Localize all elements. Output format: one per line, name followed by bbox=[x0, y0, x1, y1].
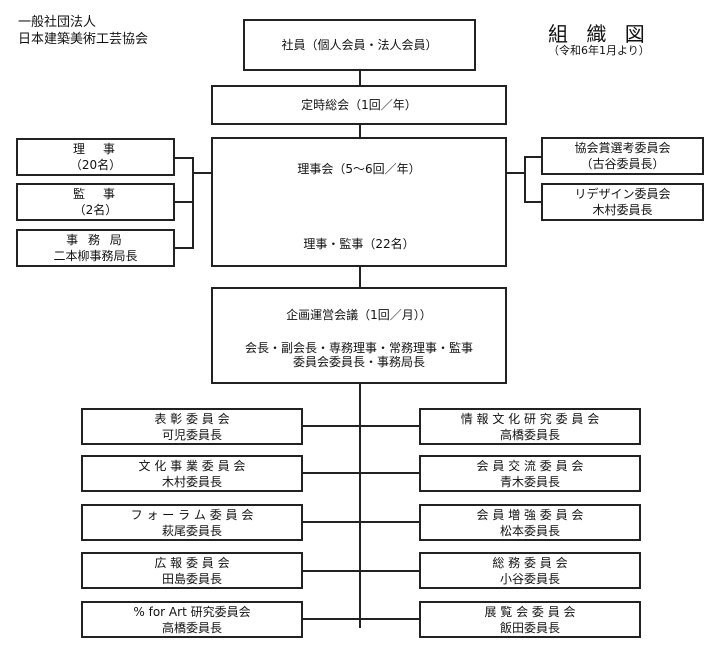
connector-left-stub-2 bbox=[174, 201, 194, 203]
connector-committee-right-5 bbox=[359, 618, 420, 620]
member-exchange-committee: 会 員 交 流 委 員 会 青木委員長 bbox=[419, 455, 641, 492]
committee-label: 会 員 交 流 委 員 会 bbox=[476, 458, 584, 473]
connector-committee-left-4 bbox=[302, 570, 361, 572]
connector-left-to-board bbox=[192, 172, 212, 174]
officer-detail: （20名） bbox=[69, 158, 122, 172]
connector-committee-right-2 bbox=[359, 472, 420, 474]
committee-label: 広 報 委 員 会 bbox=[154, 555, 230, 570]
org-name: 日本建築美術工芸協会 bbox=[18, 32, 149, 47]
connector-committee-left-1 bbox=[302, 425, 361, 427]
planning-meeting-box: 企画運営会議（1回／月）） 会長・副会長・専務理事・常務理事・監事 委員会委員長… bbox=[211, 287, 507, 384]
committee-chair: 可児委員長 bbox=[161, 427, 222, 442]
membership-growth-committee: 会 員 増 強 委 員 会 松本委員長 bbox=[419, 504, 641, 541]
chart-subtitle: （令和6年1月より） bbox=[548, 44, 650, 57]
board-frequency: 理事会（5～6回／年） bbox=[297, 162, 421, 176]
connector-planning-committees bbox=[359, 383, 361, 628]
officer-detail: 二本柳事務局長 bbox=[53, 249, 138, 263]
cultural-projects-committee: 文 化 事 業 委 員 会 木村委員長 bbox=[81, 455, 303, 492]
chart-title: 組 織 図 bbox=[548, 22, 651, 46]
committee-chair: 小谷委員長 bbox=[499, 571, 560, 586]
committee-label: 協会賞選考委員会 bbox=[574, 141, 671, 155]
organization-name: 一般社団法人 日本建築美術工芸協会 bbox=[18, 14, 148, 48]
connector-board-to-right bbox=[506, 172, 526, 174]
connector-right-stub-2 bbox=[524, 201, 542, 203]
connector-left-stub-1 bbox=[174, 157, 194, 159]
committee-label: フ ォ ー ラ ム 委 員 会 bbox=[130, 507, 254, 522]
planning-members-line1: 会長・副会長・専務理事・常務理事・監事 bbox=[244, 341, 473, 355]
officer-auditors: 監 事 （2名） bbox=[16, 183, 175, 221]
general-meeting-box: 定時総会（1回／年） bbox=[211, 85, 507, 125]
committee-label: 文 化 事 業 委 員 会 bbox=[138, 458, 246, 473]
forum-committee: フ ォ ー ラ ム 委 員 会 萩尾委員長 bbox=[81, 504, 303, 541]
public-relations-committee: 広 報 委 員 会 田島委員長 bbox=[81, 552, 303, 589]
committee-chair: （古谷委員長） bbox=[580, 157, 665, 171]
committee-chair: 飯田委員長 bbox=[499, 620, 560, 635]
connector-committee-left-5 bbox=[302, 618, 361, 620]
officer-label: 監 事 bbox=[72, 187, 118, 201]
connector-committee-right-3 bbox=[359, 521, 420, 523]
officer-secretariat: 事 務 局 二本柳事務局長 bbox=[16, 229, 175, 267]
committee-chair: 青木委員長 bbox=[499, 474, 560, 489]
board-members: 理事・監事（22名） bbox=[303, 237, 415, 251]
committee-chair: 萩尾委員長 bbox=[161, 523, 222, 538]
committee-chair: 田島委員長 bbox=[161, 571, 222, 586]
connector-board-planning bbox=[359, 266, 361, 288]
connector-members-meeting bbox=[359, 70, 361, 86]
committee-label: 情 報 文 化 研 究 委 員 会 bbox=[460, 411, 600, 426]
committee-chair: 高橋委員長 bbox=[499, 427, 560, 442]
committee-label: 会 員 増 強 委 員 会 bbox=[476, 507, 584, 522]
general-affairs-committee: 総 務 委 員 会 小谷委員長 bbox=[419, 552, 641, 589]
award-selection-committee: 協会賞選考委員会 （古谷委員長） bbox=[541, 137, 704, 175]
officer-label: 理 事 bbox=[72, 142, 118, 156]
committee-chair: 松本委員長 bbox=[499, 523, 560, 538]
connector-right-bus bbox=[524, 156, 526, 203]
members-label: 社員（個人会員・法人会員） bbox=[281, 38, 438, 52]
committee-chair: 木村委員長 bbox=[161, 474, 222, 489]
planning-members-line2: 委員会委員長・事務局長 bbox=[292, 355, 425, 369]
officer-directors: 理 事 （20名） bbox=[16, 138, 175, 176]
planning-title: 企画運営会議（1回／月）） bbox=[286, 308, 432, 322]
officer-label: 事 務 局 bbox=[66, 233, 125, 247]
committee-label: % for Art 研究委員会 bbox=[133, 604, 251, 619]
board-box: 理事会（5～6回／年） 理事・監事（22名） bbox=[211, 137, 507, 267]
committee-label: 展 覧 会 委 員 会 bbox=[484, 604, 576, 619]
connector-meeting-board bbox=[359, 124, 361, 138]
redesign-committee: リデザイン委員会 木村委員長 bbox=[541, 183, 704, 221]
information-culture-committee: 情 報 文 化 研 究 委 員 会 高橋委員長 bbox=[419, 408, 641, 445]
org-type: 一般社団法人 bbox=[18, 15, 97, 30]
connector-right-stub-1 bbox=[524, 156, 542, 158]
connector-committee-right-4 bbox=[359, 570, 420, 572]
awards-committee: 表 彰 委 員 会 可児委員長 bbox=[81, 408, 303, 445]
committee-label: リデザイン委員会 bbox=[574, 187, 671, 201]
connector-committee-right-1 bbox=[359, 425, 420, 427]
exhibition-committee: 展 覧 会 委 員 会 飯田委員長 bbox=[419, 601, 641, 638]
general-meeting-label: 定時総会（1回／年） bbox=[301, 98, 417, 112]
committee-chair: 高橋委員長 bbox=[161, 620, 222, 635]
connector-committee-left-3 bbox=[302, 521, 361, 523]
committee-label: 表 彰 委 員 会 bbox=[154, 411, 230, 426]
committee-chair: 木村委員長 bbox=[592, 203, 653, 217]
officer-detail: （2名） bbox=[73, 203, 118, 217]
percent-for-art-committee: % for Art 研究委員会 高橋委員長 bbox=[81, 601, 303, 638]
committee-label: 総 務 委 員 会 bbox=[492, 555, 568, 570]
connector-left-stub-3 bbox=[174, 247, 194, 249]
members-box: 社員（個人会員・法人会員） bbox=[243, 19, 476, 71]
connector-committee-left-2 bbox=[302, 472, 361, 474]
